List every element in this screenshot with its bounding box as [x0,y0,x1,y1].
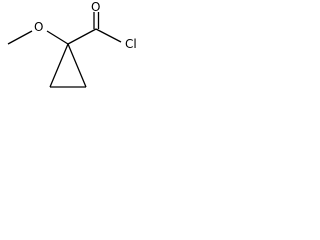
bond-methyl-oxygen [7,30,33,45]
atom-label-chlorine: Cl [125,37,137,51]
bond-carbonyl-chlorine [95,28,122,43]
atom-label-carbonyl-oxygen: O [91,0,100,14]
bond-oxygen-ring-carbon [46,30,69,45]
chemical-structure: O O Cl [7,0,137,88]
atom-label-methoxy-oxygen: O [34,20,43,34]
bond-ring-carbonyl [67,28,97,45]
bond-ring-left [49,43,69,88]
bond-ring-right [67,43,87,88]
